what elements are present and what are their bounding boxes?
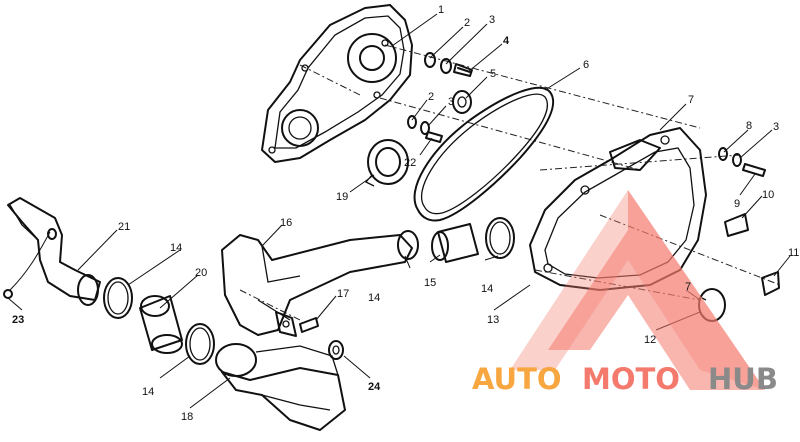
callout-18: 18 [181,411,193,423]
watermark-moto: MOTO [582,362,680,396]
callout-11: 11 [788,247,799,259]
watermark-text: AUTO MOTO HUB [472,362,778,396]
duct-sleeve [139,295,183,354]
callout-20: 20 [195,267,207,279]
callout-14-b: 14 [368,292,380,304]
callout-labels: 1 2 3 4 5 2 3 22 6 7 8 3 9 10 11 19 21 1… [12,4,799,423]
callout-15: 15 [424,277,436,289]
callout-12: 12 [644,334,656,346]
nut-24 [328,340,344,360]
outer-cover [529,127,707,291]
callout-10: 10 [762,189,774,201]
callout-14-a: 14 [170,242,182,254]
callout-1: 1 [438,4,444,16]
callout-16: 16 [280,217,292,229]
watermark-auto: AUTO [472,362,562,396]
intake-duct [3,197,101,306]
callout-3-right: 3 [773,121,779,133]
callout-21: 21 [118,221,130,233]
callout-3-lower: 3 [448,96,454,108]
callout-3: 3 [489,14,495,26]
callout-24: 24 [368,381,381,393]
callout-17: 17 [337,288,349,300]
inner-cover [261,4,413,163]
callout-22: 22 [404,157,416,169]
callout-8: 8 [746,120,752,132]
callout-19: 19 [336,191,348,203]
callout-9: 9 [734,198,740,210]
drive-belt [413,86,555,222]
callout-2: 2 [464,17,470,29]
seal [364,139,409,187]
crossover-duct [221,234,413,337]
right-hardware [718,147,780,296]
callout-23: 23 [12,314,24,326]
callout-7: 7 [688,94,694,106]
callout-6: 6 [583,59,589,71]
callout-5: 5 [490,68,496,80]
callout-13: 13 [487,314,499,326]
callout-14-d: 14 [142,386,154,398]
callout-14-c: 14 [481,283,493,295]
lower-duct [215,343,346,431]
watermark-logo [510,190,765,390]
upper-hardware [407,52,473,143]
hose-clamps [103,217,515,365]
callout-4: 4 [503,35,510,47]
bolt-17 [299,317,319,333]
leader-lines [7,13,791,409]
callout-2-lower: 2 [428,91,434,103]
assembly-center-lines [239,44,781,321]
callout-7-lower: 7 [685,281,691,293]
watermark-hub: HUB [708,362,778,396]
middle-sleeve [431,223,479,263]
